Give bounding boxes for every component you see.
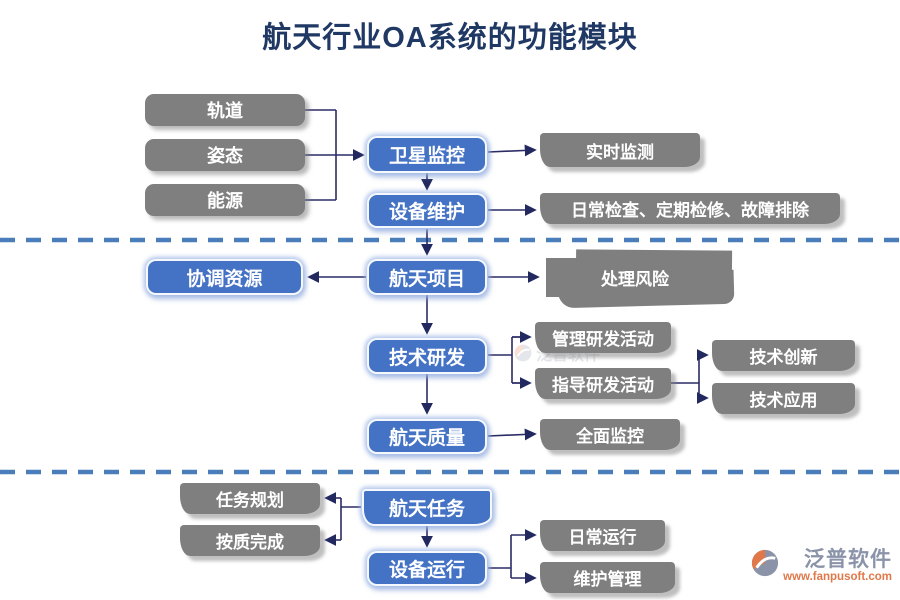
- node-attitude: 姿态: [145, 139, 305, 171]
- node-orbit: 轨道: [145, 94, 305, 126]
- node-daily-operation: 日常运行: [540, 520, 665, 551]
- node-tech-innovation: 技术创新: [712, 340, 855, 371]
- connectors: [305, 109, 709, 584]
- node-realtime-monitoring: 实时监测: [540, 133, 700, 167]
- node-aerospace-quality: 航天质量: [367, 419, 487, 454]
- node-coordinate-resources: 协调资源: [146, 259, 303, 295]
- node-equipment-maintenance: 设备维护: [367, 193, 487, 228]
- node-maintenance-mgmt: 维护管理: [540, 562, 675, 593]
- fanpu-logo: 泛普软件 www.fanpusoft.com: [751, 549, 892, 584]
- node-equipment-operation: 设备运行: [367, 551, 487, 586]
- node-energy: 能源: [145, 184, 305, 216]
- node-manage-rd-activity: 管理研发活动: [535, 322, 671, 353]
- node-inspection-tasks: 日常检查、定期检修、故障排除: [540, 193, 840, 224]
- node-aerospace-task: 航天任务: [362, 489, 492, 526]
- node-task-planning: 任务规划: [180, 483, 320, 514]
- node-handle-risk: 处理风险: [546, 258, 724, 297]
- node-overall-monitoring: 全面监控: [540, 419, 680, 450]
- node-aerospace-project: 航天项目: [367, 259, 487, 295]
- node-tech-application: 技术应用: [712, 383, 855, 414]
- node-quality-completion: 按质完成: [180, 525, 320, 556]
- page-title: 航天行业OA系统的功能模块: [262, 22, 638, 54]
- fanpu-logo-icon: [752, 549, 779, 577]
- logo-url: www.fanpusoft.com: [783, 571, 892, 583]
- fanpu-watermark-icon: [514, 344, 532, 362]
- node-satellite-monitoring: 卫星监控: [367, 136, 487, 173]
- logo-name: 泛普软件: [804, 548, 892, 571]
- node-guide-rd-activity: 指导研发活动: [535, 368, 671, 399]
- node-tech-rd: 技术研发: [367, 338, 487, 374]
